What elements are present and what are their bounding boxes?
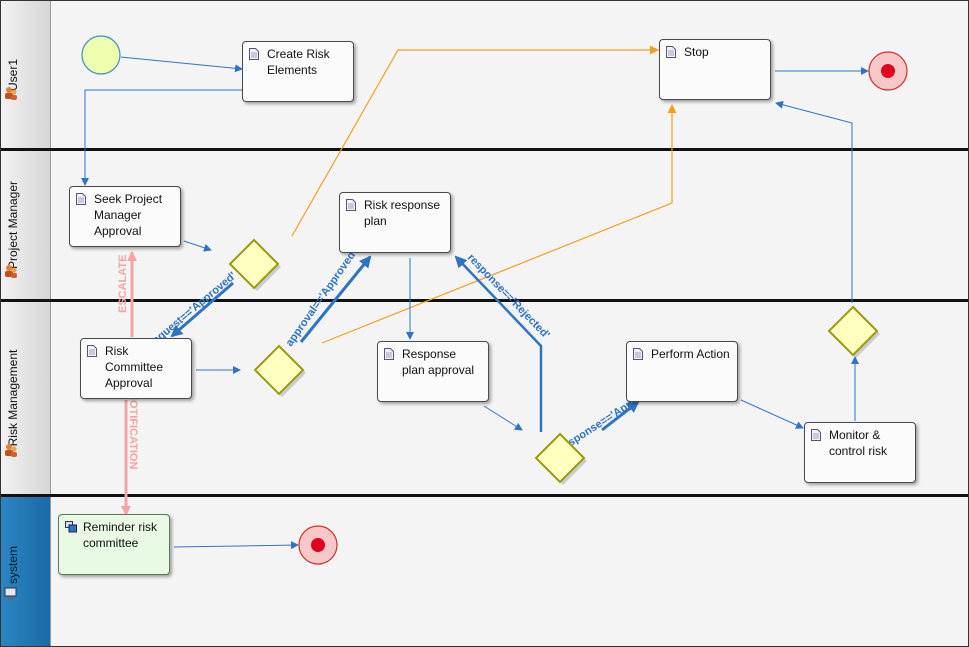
flow-response-approved[interactable] [601, 400, 640, 432]
lane-header-risk-management[interactable]: Risk Management [0, 301, 51, 495]
task-perform-action[interactable]: Perform Action [626, 341, 738, 402]
flow-approval-approved[interactable] [299, 255, 372, 343]
flow-approval-to-gateway[interactable] [483, 405, 523, 431]
flow-seek-to-gateway[interactable] [183, 240, 212, 252]
gateway-committee-decision[interactable] [253, 344, 306, 397]
end-event-system[interactable] [298, 525, 338, 565]
users-icon [5, 265, 17, 278]
lane-body-system[interactable] [50, 497, 969, 647]
users-icon [5, 87, 17, 100]
task-seek-project-manager-approval[interactable]: Seek Project Manager Approval [69, 186, 181, 247]
flow-action-to-monitor[interactable] [740, 399, 804, 429]
task-label: Stop [684, 45, 709, 59]
document-icon [633, 348, 643, 360]
task-label: Seek Project Manager Approval [94, 192, 163, 238]
document-icon [811, 429, 821, 441]
document-icon [384, 348, 394, 360]
gateway-response-decision[interactable] [534, 432, 587, 485]
gateway-monitor-decision[interactable] [827, 305, 880, 358]
task-label: Perform Action [651, 347, 730, 361]
document-icon [666, 46, 676, 58]
flow-request-approved[interactable] [170, 281, 234, 338]
lane-system: system [0, 497, 969, 647]
lane-body-project-manager[interactable] [50, 150, 969, 300]
users-icon [5, 444, 17, 457]
task-risk-response-plan[interactable]: Risk response plan [339, 192, 451, 253]
flow-response-rejected[interactable] [454, 255, 543, 432]
label-approval-approved: approval=='Approved' [284, 247, 360, 349]
lane-user1: User1 [0, 0, 969, 149]
task-create-risk-elements[interactable]: Create Risk Elements [242, 41, 354, 102]
label-response-rejected: response=='Rejected' [465, 252, 552, 342]
flow-orange-to-stop-2[interactable] [321, 104, 677, 344]
gateway-pm-decision[interactable] [228, 238, 281, 291]
document-icon [87, 345, 97, 357]
flow-reminder-to-end[interactable] [173, 541, 299, 550]
computer-icon [4, 587, 17, 600]
task-label: Risk Committee Approval [105, 344, 164, 390]
flow-start-to-create[interactable] [120, 56, 243, 73]
task-response-plan-approval[interactable]: Response plan approval [377, 341, 489, 402]
document-icon [249, 48, 259, 60]
lane-body-user1[interactable] [50, 0, 969, 149]
task-label: Response plan approval [402, 347, 475, 377]
label-notification: NOTIFICATION [127, 392, 139, 469]
flow-gateway-to-stop[interactable] [775, 100, 853, 303]
lane-divider [0, 148, 969, 151]
task-risk-committee-approval[interactable]: Risk Committee Approval [80, 338, 192, 399]
document-icon [76, 193, 86, 205]
document-icon [346, 199, 356, 211]
automated-task-icon [65, 521, 77, 533]
end-event-user1[interactable] [868, 51, 908, 91]
task-label: Reminder risk committee [83, 520, 158, 550]
task-monitor-control-risk[interactable]: Monitor & control risk [804, 422, 916, 483]
start-event[interactable] [81, 35, 121, 75]
task-label: Risk response plan [364, 198, 441, 228]
lane-project-manager: Project Manager [0, 150, 969, 300]
task-label: Monitor & control risk [829, 428, 888, 458]
flow-create-to-seek[interactable] [81, 89, 243, 186]
task-stop[interactable]: Stop [659, 39, 771, 100]
task-reminder-risk-committee[interactable]: Reminder risk committee [58, 514, 170, 575]
label-escalate: ESCALATE [117, 255, 129, 313]
flow-orange-to-stop[interactable] [291, 45, 659, 237]
lane-divider [0, 494, 969, 497]
lane-divider [0, 299, 969, 302]
task-label: Create Risk Elements [267, 47, 330, 77]
